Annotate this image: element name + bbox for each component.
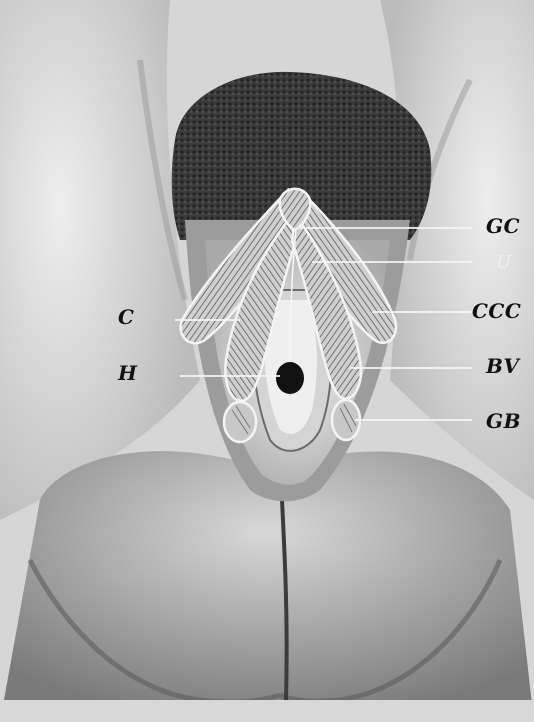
label-ccc: CCC: [472, 299, 521, 323]
label-h: H: [118, 361, 137, 385]
label-bv: BV: [486, 354, 519, 378]
label-gc: GC: [486, 214, 520, 238]
label-c: C: [118, 305, 134, 329]
label-gb: GB: [486, 409, 521, 433]
label-u: U: [496, 252, 512, 273]
